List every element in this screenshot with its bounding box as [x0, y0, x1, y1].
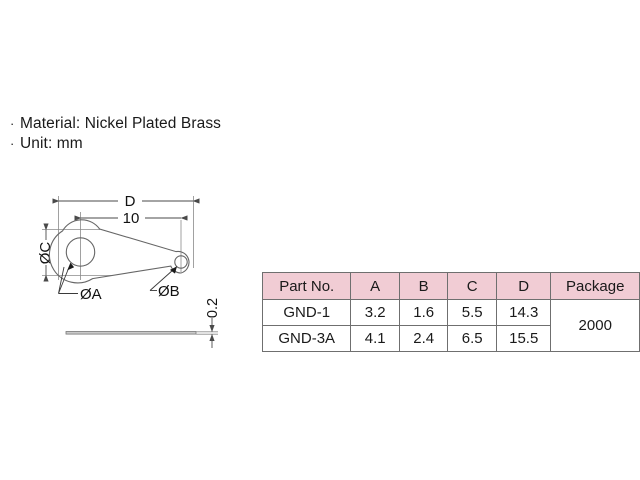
extension-lines	[42, 196, 194, 280]
dimension-thickness: 0.2	[196, 298, 221, 348]
dimension-thickness-label: 0.2	[205, 298, 221, 318]
bullet-icon: ·	[10, 136, 15, 151]
cell-d: 15.5	[495, 325, 552, 352]
header-part-no: Part No.	[261, 272, 352, 300]
notes-block: · Material: Nickel Plated Brass · Unit: …	[10, 114, 330, 154]
cell-part-no: GND-3A	[261, 325, 352, 352]
table-row: GND-3A 4.1 2.4 6.5 15.5	[261, 325, 640, 352]
note-material: · Material: Nickel Plated Brass	[10, 114, 330, 134]
table-header-row: Part No. A B C D Package	[261, 272, 640, 300]
cell-b: 2.4	[398, 325, 449, 352]
cell-b: 1.6	[398, 299, 449, 326]
cell-package: 2000	[550, 299, 640, 352]
cell-part-no: GND-1	[261, 299, 352, 326]
small-hole-b	[174, 255, 188, 269]
header-c: C	[447, 272, 497, 300]
header-d: D	[495, 272, 552, 300]
header-package: Package	[550, 272, 640, 300]
cell-c: 5.5	[447, 299, 497, 326]
bullet-icon: ·	[10, 116, 15, 131]
part-side-view	[65, 331, 197, 335]
cell-a: 4.1	[350, 325, 400, 352]
part-drawing: D 10 ØC	[0, 160, 260, 360]
note-unit: · Unit: mm	[10, 134, 330, 154]
dimension-c: ØC	[37, 223, 54, 282]
leader-b-label: ØB	[158, 283, 180, 300]
table-row: GND-1 3.2 1.6 5.5 14.3 2000	[261, 299, 640, 352]
dimension-d: D	[52, 193, 200, 210]
holes	[65, 237, 188, 269]
part-outline-top-view	[48, 219, 190, 284]
large-hole-a	[65, 237, 96, 267]
cell-c: 6.5	[447, 325, 497, 352]
note-material-text: Material: Nickel Plated Brass	[20, 115, 222, 132]
dimension-10-label: 10	[123, 210, 140, 227]
header-a: A	[350, 272, 400, 300]
leader-a-label: ØA	[80, 286, 102, 303]
dimension-10: 10	[74, 210, 188, 227]
leader-a	[58, 262, 78, 294]
header-b: B	[398, 272, 449, 300]
leader-b	[149, 266, 178, 291]
cell-d: 14.3	[495, 299, 552, 326]
specification-table: Part No. A B C D Package GND-1 3.2 1.6 5…	[261, 272, 640, 352]
note-unit-text: Unit: mm	[20, 135, 83, 152]
cell-a: 3.2	[350, 299, 400, 326]
dimension-d-label: D	[125, 193, 136, 210]
